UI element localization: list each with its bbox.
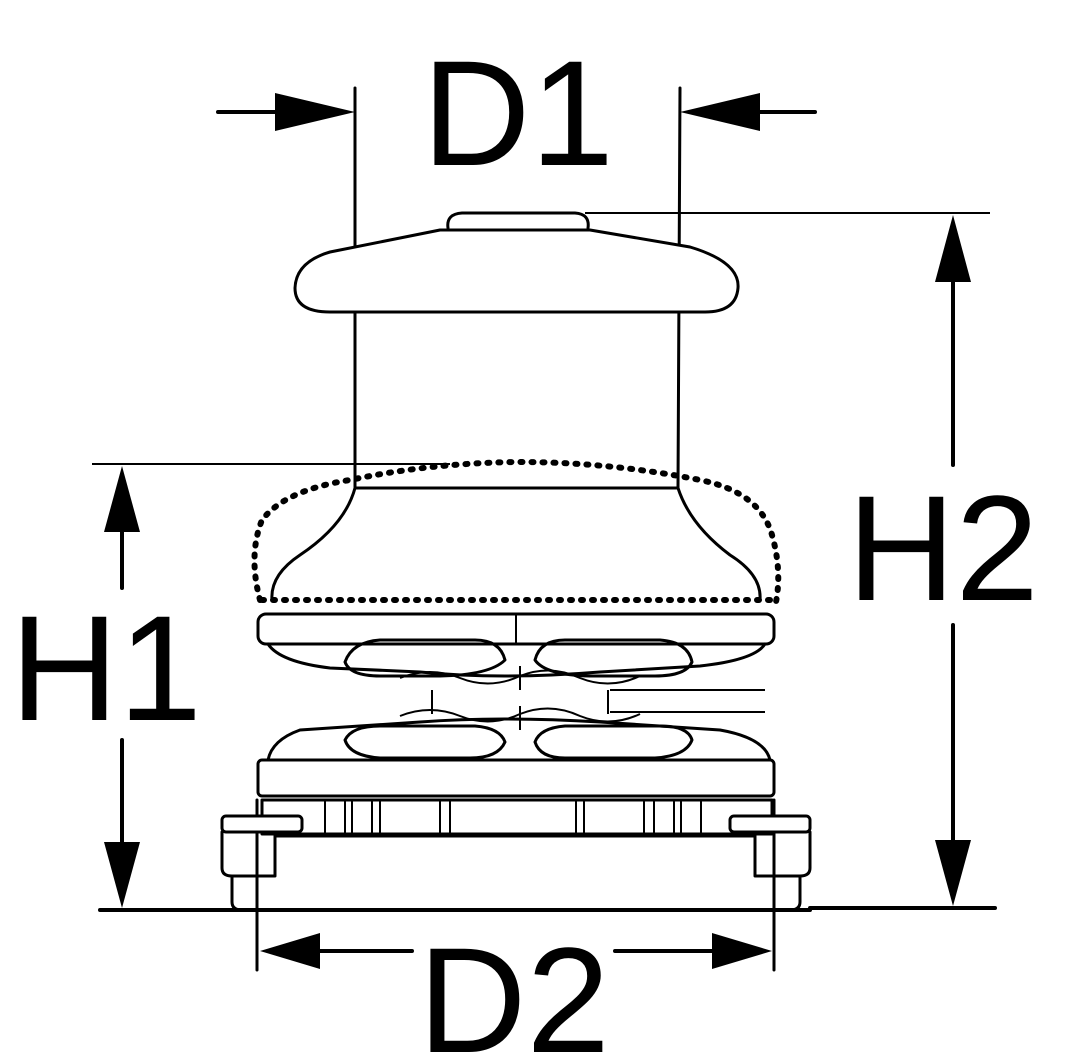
- right-foot-lower: [773, 874, 802, 912]
- winch-top-cap: [293, 211, 740, 314]
- drum-right-flare: [676, 486, 762, 602]
- upper-housing-lip: [266, 642, 767, 678]
- d2-left-arrowhead: [260, 933, 320, 969]
- h2-top-arrowhead: [935, 215, 971, 282]
- h1-label: H1: [10, 584, 202, 752]
- upper-left-pocket: [343, 638, 507, 678]
- cap-knob: [446, 211, 590, 230]
- d1-left-arrowhead: [275, 93, 355, 131]
- right-mount-tab: [728, 814, 812, 834]
- dimension-h2: H2: [585, 212, 1039, 910]
- d1-right-arrowhead: [680, 93, 760, 131]
- winch-drawing: [220, 211, 812, 912]
- d2-label: D2: [418, 916, 610, 1062]
- h1-top-arrowhead: [104, 466, 140, 532]
- dimension-d2: D2: [255, 798, 776, 1062]
- h2-label: H2: [847, 464, 1039, 632]
- right-foot-upper: [753, 830, 812, 878]
- lower-right-pocket: [533, 724, 694, 760]
- upper-housing: [256, 612, 776, 691]
- left-foot-upper: [220, 830, 277, 878]
- base-ring-outline: [260, 798, 774, 836]
- d2-right-arrowhead: [712, 933, 772, 969]
- h2-bottom-arrowhead: [935, 840, 971, 906]
- base-slot-5: [583, 799, 645, 835]
- cap-body: [293, 228, 740, 314]
- base-slot-7: [680, 799, 702, 835]
- h1-bottom-arrowhead: [104, 842, 140, 908]
- lower-housing-lip: [266, 717, 772, 762]
- base-slot-6: [653, 799, 675, 835]
- lower-ring: [256, 758, 776, 798]
- lower-housing: [256, 706, 776, 798]
- base-slot-3: [379, 799, 441, 835]
- left-mount-tab: [220, 814, 304, 834]
- lower-left-pocket: [343, 724, 507, 760]
- base-slot-2: [351, 799, 373, 835]
- base-slot-4: [449, 799, 577, 835]
- base-plate: [220, 814, 812, 912]
- left-foot-lower: [230, 874, 257, 912]
- base-slot-1: [324, 799, 346, 835]
- d1-label: D1: [422, 29, 614, 197]
- drum-left-flare: [270, 486, 357, 602]
- drum-dotted-outline: [251, 458, 782, 605]
- base-ring: [260, 798, 774, 836]
- dimension-h1: H1: [10, 463, 450, 912]
